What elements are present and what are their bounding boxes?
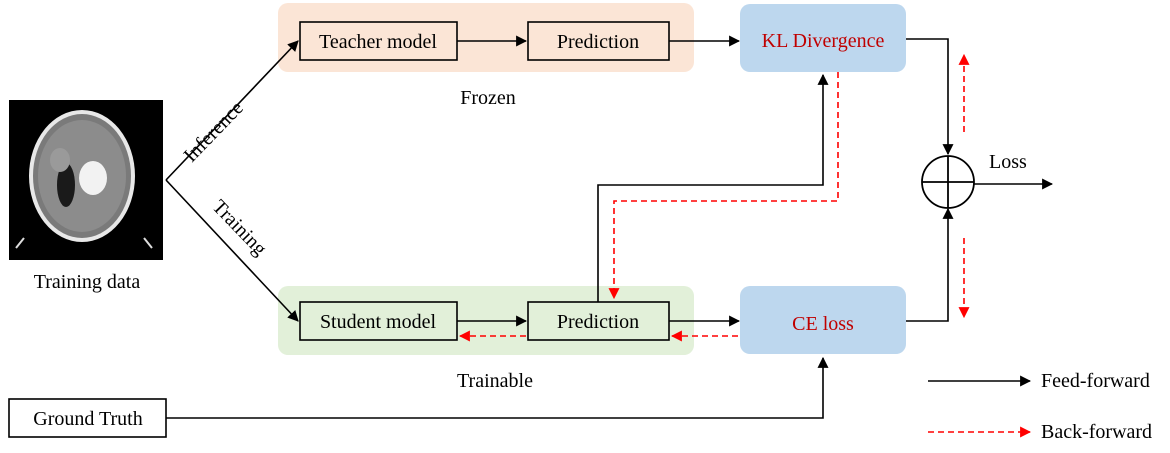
ground-truth-to-ce-arrow xyxy=(166,356,829,419)
teacher-prediction-label: Prediction xyxy=(557,31,639,53)
teacher-model-label: Teacher model xyxy=(319,31,437,53)
ce-loss-box xyxy=(740,286,906,354)
inference-label: Inference xyxy=(180,97,248,167)
ground-truth-label: Ground Truth xyxy=(33,408,142,430)
sum-node xyxy=(921,155,975,209)
training-edge xyxy=(165,179,299,322)
kl-divergence-label: KL Divergence xyxy=(762,30,885,52)
kl-to-sum-arrow xyxy=(906,38,954,156)
loss-label: Loss xyxy=(989,151,1027,173)
legend-feed-forward-label: Feed-forward xyxy=(1041,370,1150,392)
ct-scan-image xyxy=(9,100,163,260)
training-label: Training xyxy=(208,196,271,260)
frozen-label: Frozen xyxy=(460,87,516,109)
legend-back-forward-label: Back-forward xyxy=(1041,421,1152,443)
student-prediction-box xyxy=(527,301,670,341)
student-prediction-label: Prediction xyxy=(557,311,639,333)
kl-back-to-prediction-arrow xyxy=(608,72,839,300)
kl-divergence-box xyxy=(740,4,906,72)
ce-loss-label: CE loss xyxy=(792,313,854,335)
trainable-label: Trainable xyxy=(457,370,533,392)
training-data-label: Training data xyxy=(34,271,141,293)
student-model-label: Student model xyxy=(320,311,437,333)
ground-truth-box xyxy=(8,398,167,438)
student-model-box xyxy=(299,301,458,341)
student-prediction-to-kl-arrow xyxy=(597,73,829,302)
ce-to-sum-arrow xyxy=(906,207,954,322)
inference-edge xyxy=(165,40,299,181)
